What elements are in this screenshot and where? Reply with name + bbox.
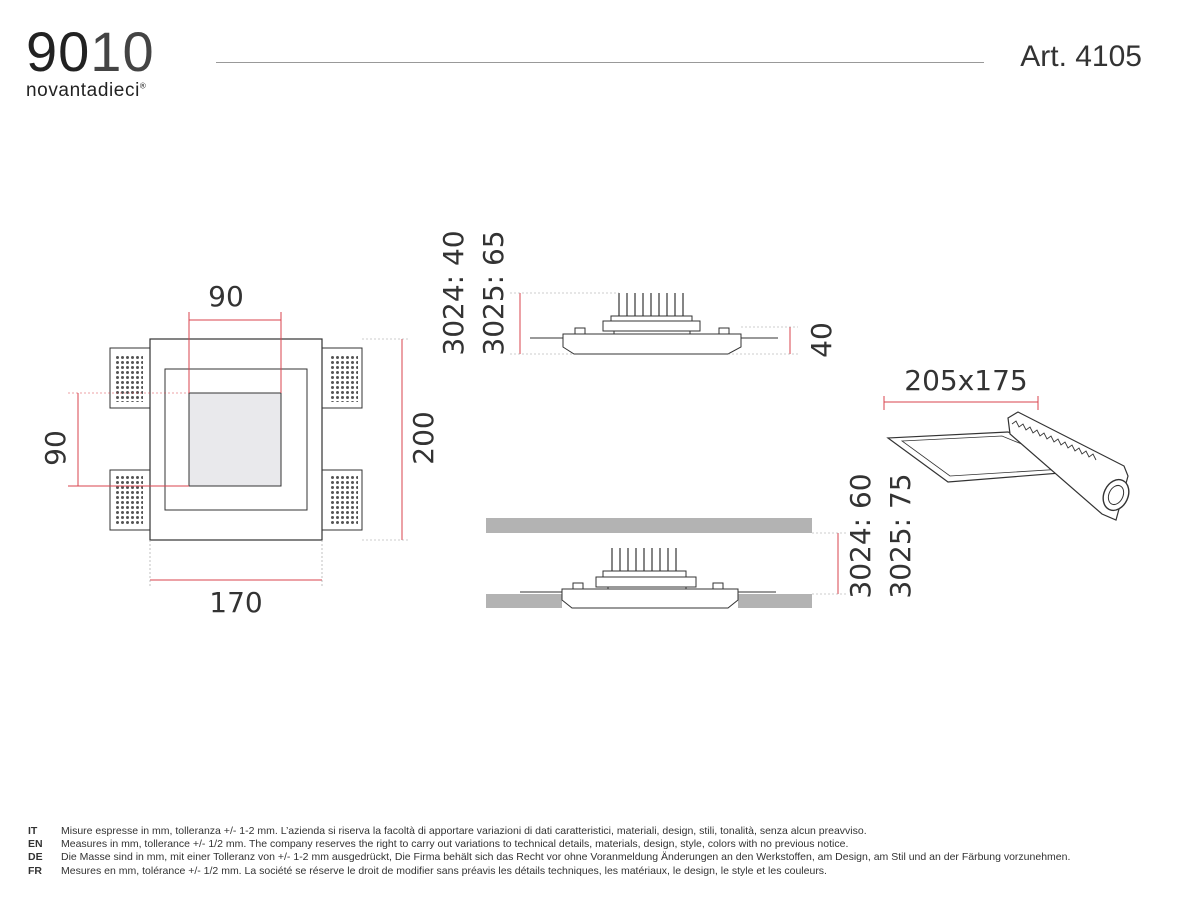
clip-right-b [712,582,724,590]
dim-text-left-height: 90 [39,430,72,466]
note-text: Mesures en mm, tolérance +/- 1/2 mm. La … [61,864,827,877]
heatsink-fins-bottom [611,548,677,572]
saw-teeth [1011,420,1097,461]
dim-text-profile-b-1: 3024: 60 [844,473,877,598]
note-text: Misure espresse in mm, tolleranza +/- 1-… [61,825,867,837]
ceiling-top-slab [486,518,812,533]
dim-text-bottom-width: 170 [209,586,262,619]
dim-text-top-width: 90 [208,280,244,313]
tab-bottom-right-holes [330,476,358,524]
article-number: 4105 [1075,40,1142,73]
note-text: Measures in mm, tollerance +/- 1/2 mm. T… [61,838,849,851]
article-code: Art. 4105 [1020,40,1142,74]
disclaimer-notes: IT Misure espresse in mm, tolleranza +/- … [28,825,1178,878]
note-text: Die Masse sind in mm, mit einer Tolleran… [61,851,1071,864]
note-code: IT [28,825,38,837]
logo-number-thin: 10 [90,20,155,83]
logo-number-bold: 90 [26,20,91,83]
dim-text-profile-a-2: 3025: 65 [477,230,510,355]
dim-text-profile-a-1: 3024: 40 [437,230,470,355]
tab-top-left-holes [115,354,143,402]
note-code: FR [28,864,42,877]
tab-top-right-holes [330,354,358,402]
note-de: DE Die Masse sind in mm, mit einer Toller… [28,851,1178,864]
tab-bottom-left-holes [115,476,143,524]
plaster-body-installed [561,588,739,609]
ceiling-board-right [738,594,812,608]
clip-left [574,327,586,335]
side-profile-installed: 3024: 60 3025: 75 [486,473,917,609]
heatsink-base-b [602,570,687,578]
clip-left-b [572,582,584,590]
heatsink-fins-top [618,293,684,318]
note-code: DE [28,851,43,864]
note-fr: FR Mesures en mm, tolérance +/- 1/2 mm. L… [28,865,1178,878]
dim-text-profile-a-right: 40 [805,322,838,358]
logo-wordmark: novantadieci® [26,80,155,102]
logo-word-text: novantadieci [26,80,140,101]
note-it: IT Misure espresse in mm, tolleranza +/- … [28,825,1178,838]
front-light-panel [188,392,282,487]
saw-handle-inner [1107,484,1125,506]
header-divider [216,62,984,63]
note-en: EN Measures in mm, tollerance +/- 1/2 mm.… [28,838,1178,851]
ceiling-board-left [486,594,562,608]
logo-number: 9010 [26,24,155,80]
note-code: EN [28,838,43,851]
side-profile-top: 3024: 40 3025: 65 40 [437,230,838,357]
registered-mark: ® [139,81,147,91]
article-prefix: Art. [1020,40,1067,73]
brand-logo: 9010 novantadieci® [26,24,155,102]
driver-body-b [595,576,697,588]
heatsink-base [610,315,693,322]
dim-text-right-height: 200 [407,411,440,464]
dim-text-cutout: 205x175 [904,364,1027,397]
plaster-body-top [562,333,742,355]
cutout-sketch: 205x175 [883,364,1130,521]
dim-text-profile-b-2: 3025: 75 [884,473,917,598]
front-view: 90 90 200 170 [39,280,440,619]
clip-right [718,327,730,335]
driver-body [602,320,701,332]
